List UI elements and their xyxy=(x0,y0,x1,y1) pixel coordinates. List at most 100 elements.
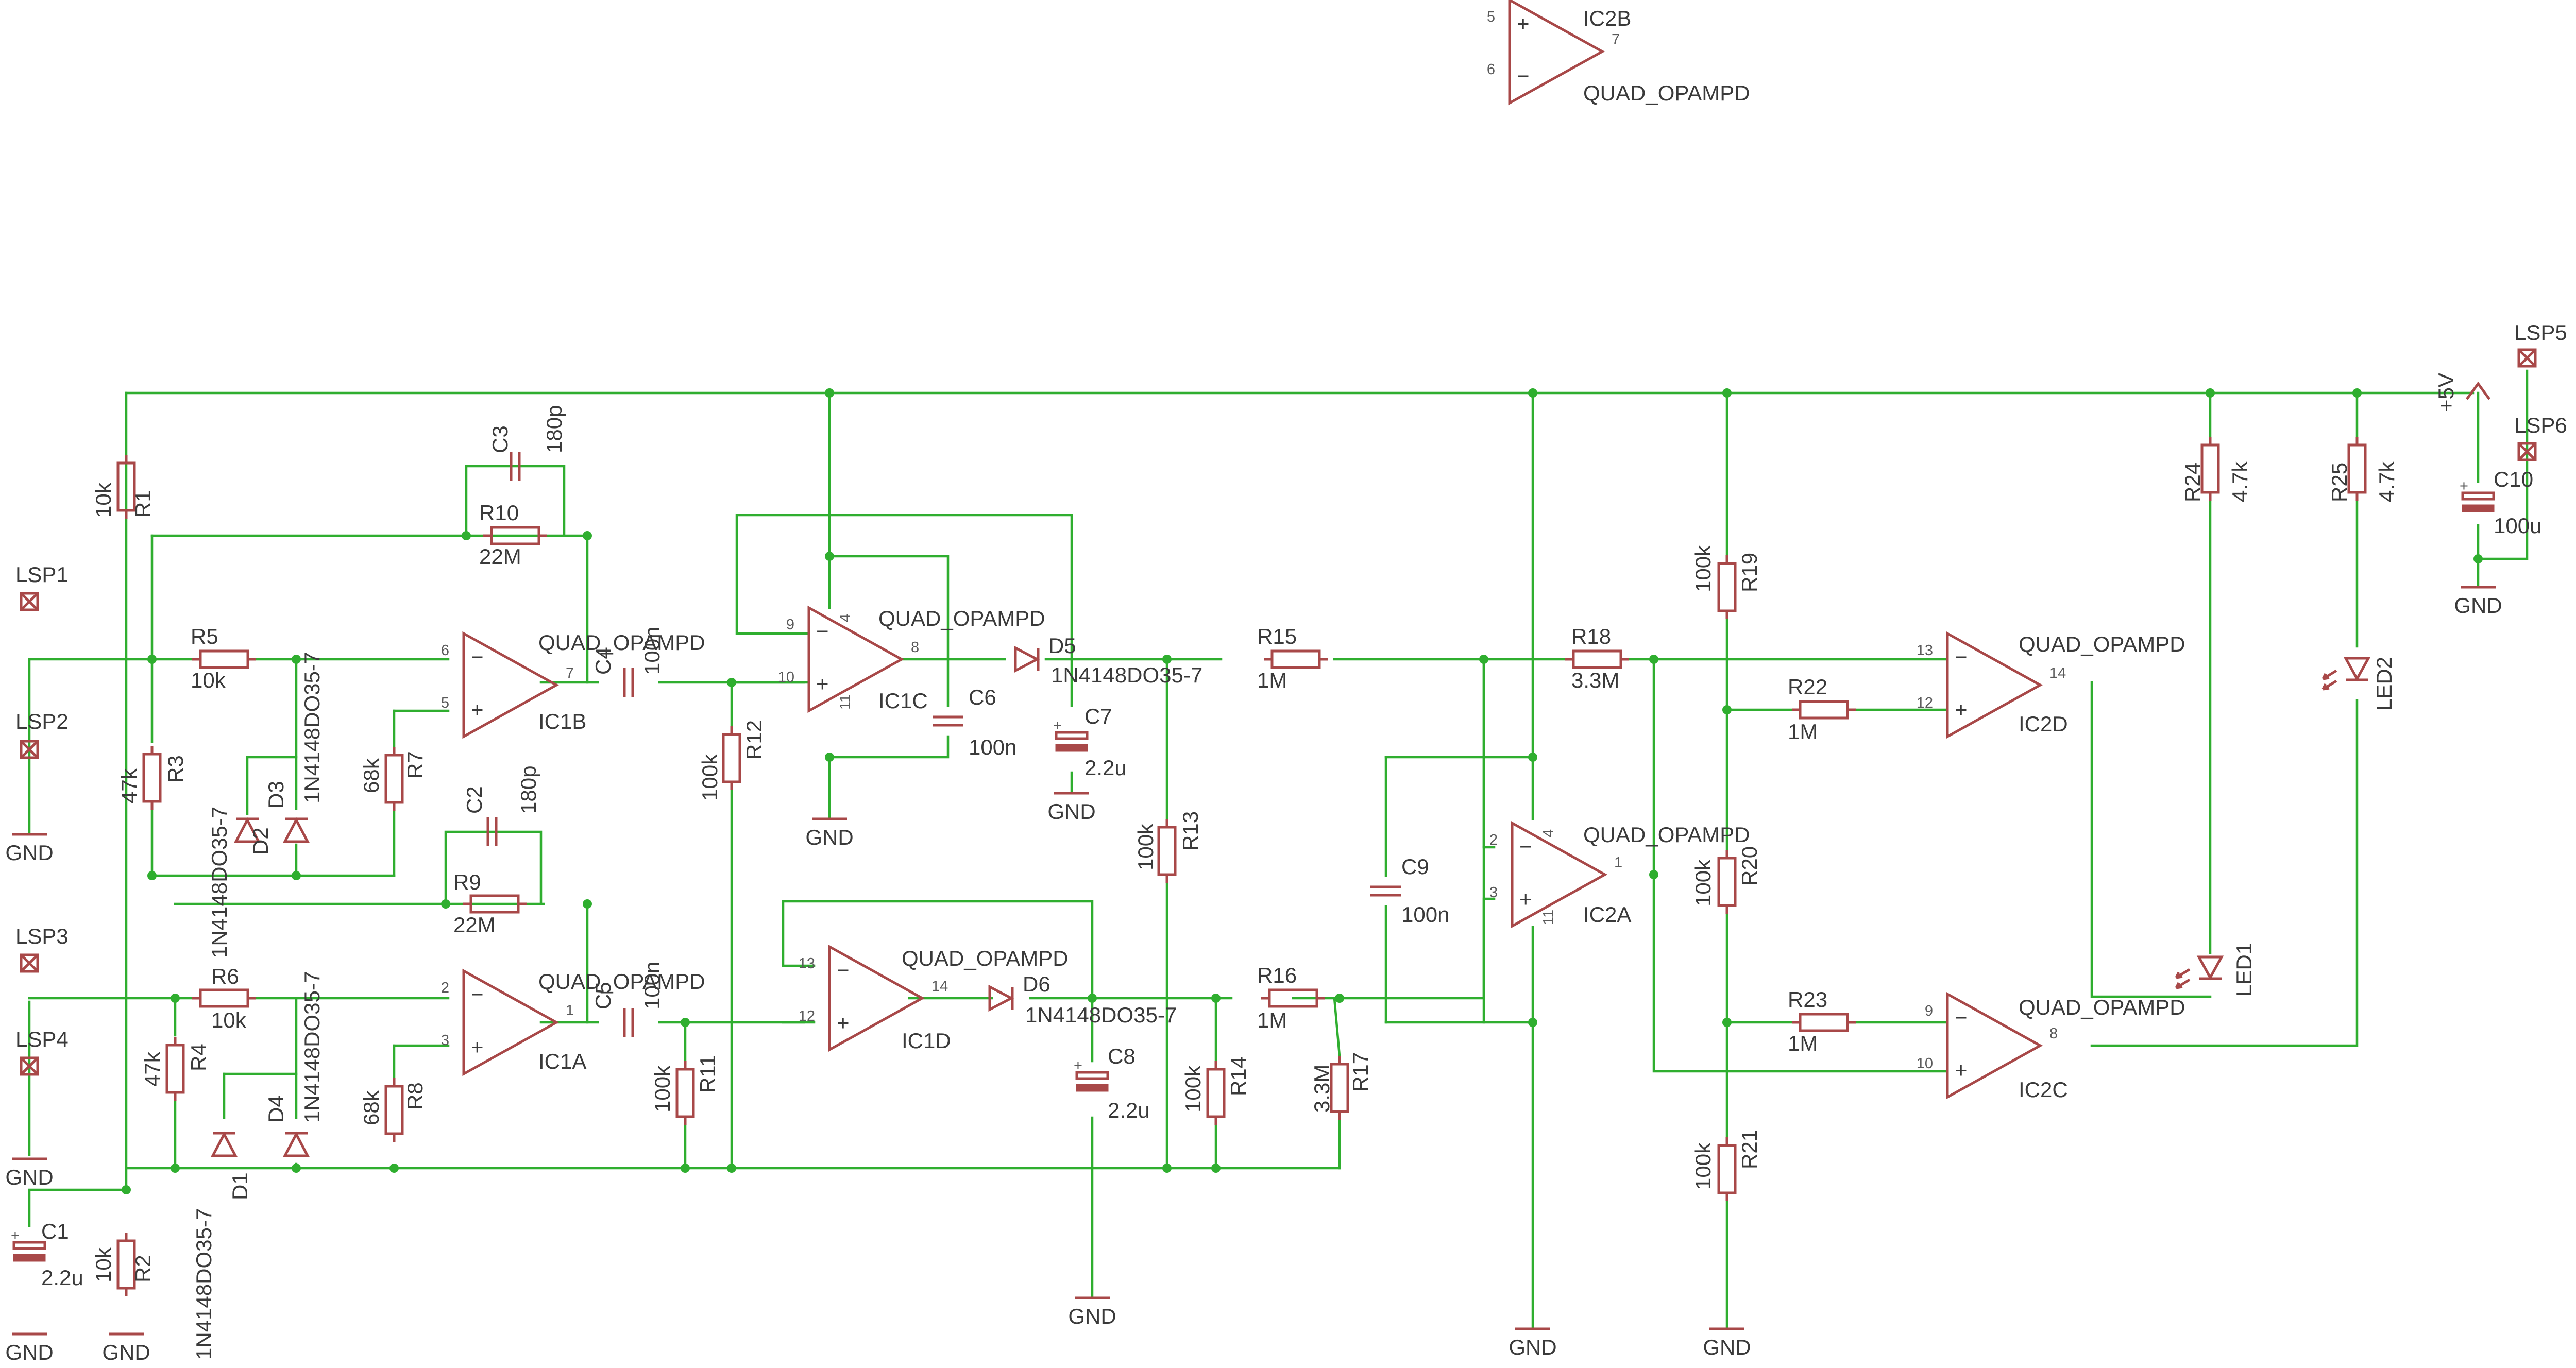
resistor-r12[interactable] xyxy=(722,726,741,790)
diode-d6[interactable] xyxy=(988,984,1014,1012)
ground-label: GND xyxy=(805,825,853,849)
junction-dot xyxy=(583,531,592,540)
resistor-r3[interactable] xyxy=(142,746,162,810)
diode-name: D2 xyxy=(248,827,273,855)
resistor-value: 1M xyxy=(1788,720,1818,744)
svg-text:+: + xyxy=(816,672,829,696)
resistor-r24[interactable] xyxy=(2200,437,2220,501)
opamp-value: QUAD_OPAMPD xyxy=(1583,81,1750,105)
opamp-ic2b[interactable]: +− xyxy=(1508,0,1605,106)
resistor-r17[interactable] xyxy=(1330,1056,1349,1120)
led-led2[interactable] xyxy=(2321,657,2371,691)
resistor-r22[interactable] xyxy=(1792,700,1856,720)
led-led1[interactable] xyxy=(2175,955,2224,989)
capacitor-c9[interactable] xyxy=(1370,885,1401,897)
connector-lsp2[interactable] xyxy=(20,740,39,759)
connector-lsp4[interactable] xyxy=(20,1056,39,1076)
diode-name: D4 xyxy=(264,1095,288,1123)
junction-dot xyxy=(389,1164,399,1173)
resistor-r16[interactable] xyxy=(1261,988,1325,1008)
resistor-r20[interactable] xyxy=(1717,850,1737,914)
resistor-r19[interactable] xyxy=(1717,555,1737,619)
diode-d1[interactable] xyxy=(210,1131,238,1157)
resistor-r6[interactable] xyxy=(192,988,256,1008)
wire xyxy=(444,830,543,905)
diode-d3[interactable] xyxy=(282,817,310,843)
junction-dot xyxy=(2473,554,2483,563)
connector-lsp1[interactable] xyxy=(20,592,39,611)
capacitor-c6[interactable] xyxy=(933,715,963,727)
connector-lsp5[interactable] xyxy=(2517,348,2537,368)
wire xyxy=(465,465,566,537)
resistor-name: R19 xyxy=(1737,553,1761,592)
capacitor-name: C4 xyxy=(591,647,615,675)
capacitor-name: C5 xyxy=(591,982,615,1010)
capacitor-c7[interactable]: + xyxy=(1053,717,1089,752)
resistor-name: R21 xyxy=(1737,1130,1761,1169)
connector-label: LSP2 xyxy=(15,709,69,733)
connector-lsp3[interactable] xyxy=(20,953,39,973)
ground-label: GND xyxy=(1047,799,1095,824)
junction-dot xyxy=(1479,655,1488,664)
pin-number: 6 xyxy=(441,642,449,659)
capacitor-c5[interactable] xyxy=(623,1008,634,1037)
resistor-name: R16 xyxy=(1257,963,1297,987)
capacitor-value: 100n xyxy=(640,627,664,675)
svg-text:+: + xyxy=(1519,887,1532,911)
resistor-r11[interactable] xyxy=(675,1061,695,1125)
opamp-ic2c[interactable]: −+ xyxy=(1946,991,2043,1100)
pin-number: 2 xyxy=(441,980,449,996)
wire xyxy=(1482,897,1496,1024)
resistor-r2[interactable] xyxy=(116,1233,136,1296)
opamp-ic1d[interactable]: −+ xyxy=(828,944,925,1052)
junction-dot xyxy=(292,655,301,664)
resistor-r15[interactable] xyxy=(1264,649,1328,669)
opamp-ic2d[interactable]: −+ xyxy=(1946,631,2043,739)
resistor-r18[interactable] xyxy=(1565,649,1629,669)
junction-dot xyxy=(441,899,450,909)
junction-dot xyxy=(122,1185,131,1194)
diode-d4[interactable] xyxy=(282,1131,310,1157)
connector-label: LSP6 xyxy=(2514,413,2567,437)
capacitor-value: 100n xyxy=(969,735,1016,759)
capacitor-c10[interactable]: + xyxy=(2460,478,2495,512)
pin-number: 13 xyxy=(1917,642,1933,659)
diode-d5[interactable] xyxy=(1014,645,1040,673)
capacitor-c4[interactable] xyxy=(623,668,634,697)
capacitor-c3[interactable] xyxy=(510,452,521,481)
resistor-r23[interactable] xyxy=(1792,1013,1856,1032)
resistor-r9[interactable] xyxy=(463,894,527,914)
resistor-r21[interactable] xyxy=(1717,1137,1737,1201)
opamp-name: IC1B xyxy=(538,709,586,733)
opamp-ic1c[interactable]: −+ xyxy=(807,605,905,713)
opamp-ic1b[interactable]: −+ xyxy=(462,631,560,739)
resistor-r25[interactable] xyxy=(2347,437,2367,501)
resistor-r5[interactable] xyxy=(192,649,256,669)
opamp-ic1a[interactable]: −+ xyxy=(462,968,560,1076)
capacitor-c8[interactable]: + xyxy=(1074,1057,1109,1092)
pin-number: 3 xyxy=(1489,884,1498,901)
capacitor-c2[interactable] xyxy=(486,817,498,846)
pin-number: 11 xyxy=(1540,910,1557,925)
resistor-name: R20 xyxy=(1737,846,1761,886)
opamp-value: QUAD_OPAMPD xyxy=(538,630,705,655)
resistor-r13[interactable] xyxy=(1157,819,1177,883)
diode-value: 1N4148DO35-7 xyxy=(207,807,231,958)
connector-lsp6[interactable] xyxy=(2517,442,2537,461)
resistor-value: 10k xyxy=(91,482,115,518)
resistor-r7[interactable] xyxy=(384,747,404,811)
ground-label: GND xyxy=(102,1340,150,1364)
diode-d2[interactable] xyxy=(233,817,261,843)
resistor-r14[interactable] xyxy=(1206,1061,1226,1125)
capacitor-c1[interactable]: + xyxy=(11,1227,46,1262)
opamp-name: IC1A xyxy=(538,1049,586,1073)
resistor-r1[interactable] xyxy=(116,455,136,519)
resistor-r4[interactable] xyxy=(165,1037,185,1101)
pin-number: 11 xyxy=(837,694,854,710)
vcc-label: +5V xyxy=(2434,373,2458,412)
opamp-ic2a[interactable]: −+ xyxy=(1511,820,1608,929)
resistor-r8[interactable] xyxy=(384,1078,404,1142)
resistor-r10[interactable] xyxy=(483,526,547,545)
connector-label: LSP3 xyxy=(15,924,69,948)
svg-text:−: − xyxy=(1955,645,1968,669)
